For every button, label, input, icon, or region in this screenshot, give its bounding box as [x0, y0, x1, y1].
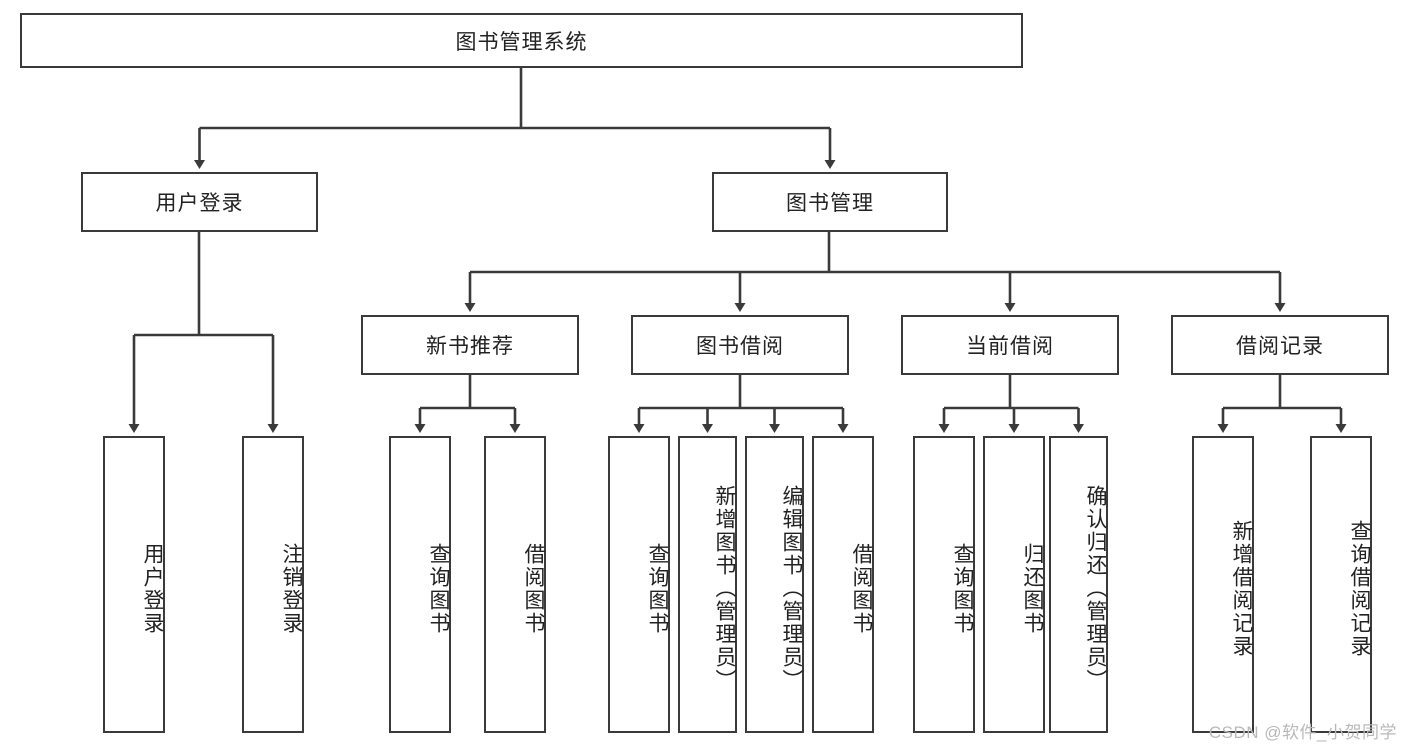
node-label: 图书管理: [786, 192, 874, 215]
node-leaf-leaf-add-book[interactable]: 新增图书（管理员）: [678, 436, 737, 733]
node-label: 用户登录: [155, 192, 244, 215]
node-leaf-leaf-query-record[interactable]: 查询借阅记录: [1310, 436, 1372, 733]
node-label: 借阅记录: [1236, 335, 1324, 358]
node-label: 查询图书: [427, 542, 450, 635]
node-label: 新增借阅记录: [1230, 519, 1253, 658]
node-level3-borrow-record[interactable]: 借阅记录: [1171, 315, 1389, 375]
node-label: 确认归还（管理员）: [1084, 485, 1107, 692]
node-leaf-leaf-return-book[interactable]: 归还图书: [983, 436, 1045, 733]
node-label: 编辑图书（管理员）: [780, 485, 803, 692]
node-level3-book-borrow[interactable]: 图书借阅: [631, 315, 849, 375]
node-label: 图书借阅: [696, 335, 784, 358]
node-label: 借阅图书: [850, 542, 873, 635]
node-leaf-leaf-user-login[interactable]: 用户登录: [103, 436, 165, 733]
node-label: 归还图书: [1021, 542, 1044, 635]
node-leaf-leaf-confirm-return[interactable]: 确认归还（管理员）: [1049, 436, 1108, 733]
watermark-text: CSDN @软件_小贺同学: [1208, 723, 1397, 742]
node-leaf-leaf-borrow-book[interactable]: 借阅图书: [812, 436, 874, 733]
node-label: 新书推荐: [426, 335, 514, 358]
node-label: 借阅图书: [522, 542, 545, 635]
node-level2-book-manage[interactable]: 图书管理: [712, 172, 948, 232]
node-root[interactable]: 图书管理系统: [20, 13, 1023, 68]
node-label: 用户登录: [141, 542, 164, 635]
node-leaf-leaf-logout[interactable]: 注销登录: [242, 436, 304, 733]
node-level3-current-borrow[interactable]: 当前借阅: [901, 315, 1119, 375]
node-level2-user-login[interactable]: 用户登录: [81, 172, 318, 232]
node-label: 查询图书: [951, 542, 974, 635]
node-label: 查询借阅记录: [1348, 519, 1371, 658]
node-leaf-leaf-edit-book[interactable]: 编辑图书（管理员）: [745, 436, 804, 733]
node-leaf-leaf-query-book-rec[interactable]: 查询图书: [389, 436, 451, 733]
node-leaf-leaf-query-book[interactable]: 查询图书: [608, 436, 670, 733]
node-leaf-leaf-add-record[interactable]: 新增借阅记录: [1192, 436, 1254, 733]
node-label: 注销登录: [280, 542, 303, 635]
node-leaf-leaf-query-book-cur[interactable]: 查询图书: [913, 436, 975, 733]
node-label: 当前借阅: [966, 335, 1054, 358]
node-label: 图书管理系统: [455, 30, 588, 54]
node-level3-new-book-rec[interactable]: 新书推荐: [361, 315, 579, 375]
node-leaf-leaf-borrow-book-rec[interactable]: 借阅图书: [484, 436, 546, 733]
node-label: 新增图书（管理员）: [713, 485, 736, 692]
node-label: 查询图书: [646, 542, 669, 635]
